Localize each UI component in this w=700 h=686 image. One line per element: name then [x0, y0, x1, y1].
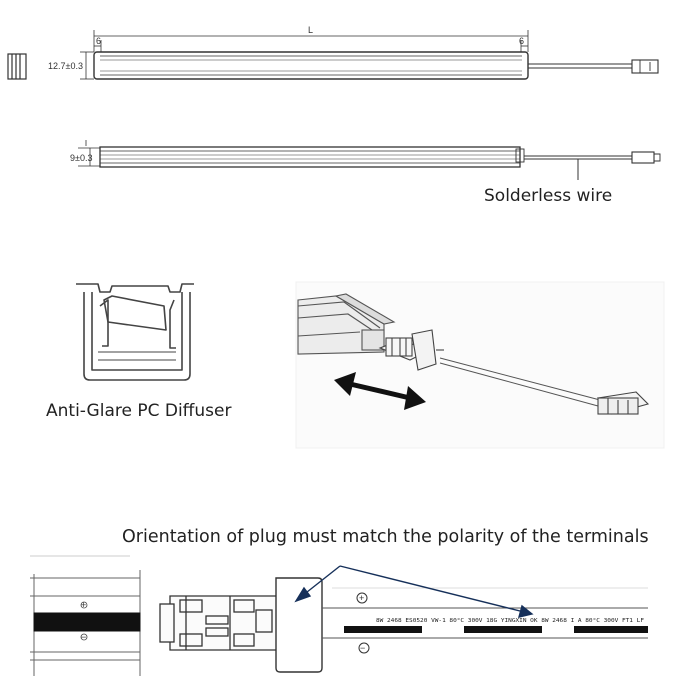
diffuser-caption: Anti-Glare PC Diffuser: [46, 401, 232, 421]
polarity-plug-cap: [275, 577, 323, 673]
strip-plus-label: +: [359, 593, 364, 603]
profile-top-body: [93, 51, 529, 80]
height-dimension-top: [80, 51, 94, 80]
height-dimension-side: [78, 140, 100, 167]
diffuser-cross-section: [76, 283, 194, 381]
top-plug-connector: [631, 59, 659, 74]
dim-height-side-label: 9±0.3: [70, 153, 92, 163]
orientation-caption: Orientation of plug must match the polar…: [122, 527, 649, 547]
illustration-cable: [439, 357, 601, 407]
strip-minus-mark: [358, 642, 370, 654]
profile-side-body: [99, 146, 521, 168]
dim-length-label: L: [308, 25, 313, 35]
inset-plus-label: +: [81, 600, 86, 610]
dim-end-right-label: 6: [519, 36, 524, 46]
clip-connector: [378, 329, 444, 371]
length-dimension: [93, 30, 529, 52]
illustration-end-plug: [596, 391, 650, 415]
inset-minus-mark: [80, 633, 88, 641]
inset-plus-mark: [80, 601, 88, 609]
profile-end-inset: [30, 555, 141, 676]
strip-plus-mark: [356, 592, 368, 604]
strip-printed-text: 8W 2468 ES0520 VW-1 80°C 300V 18G YINGXI…: [376, 618, 644, 624]
top-view-drawing: [7, 30, 659, 80]
strip-minus-label: −: [360, 643, 365, 653]
dim-end-left-label: 6: [96, 36, 101, 46]
wire-strip: [322, 587, 648, 639]
inset-polarity-marks: [80, 601, 88, 641]
end-cap-icon: [7, 53, 27, 80]
side-view-drawing: [78, 140, 661, 180]
solderless-wire-caption: Solderless wire: [484, 186, 613, 206]
profile-extrusion: [297, 293, 396, 355]
top-cable: [528, 59, 659, 74]
dim-height-top-label: 12.7±0.3: [48, 61, 83, 71]
polarity-detail: [30, 555, 648, 676]
strip-polarity-marks: [356, 592, 370, 654]
side-plug-connector: [631, 151, 655, 164]
inset-minus-label: −: [81, 632, 86, 642]
polarity-plug: [159, 585, 291, 661]
strip-black-segments: [344, 626, 648, 633]
slide-direction-arrow: [334, 372, 426, 410]
side-cable: [524, 151, 661, 180]
orientation-arrows: [294, 565, 534, 618]
connector-illustration: [295, 281, 665, 449]
